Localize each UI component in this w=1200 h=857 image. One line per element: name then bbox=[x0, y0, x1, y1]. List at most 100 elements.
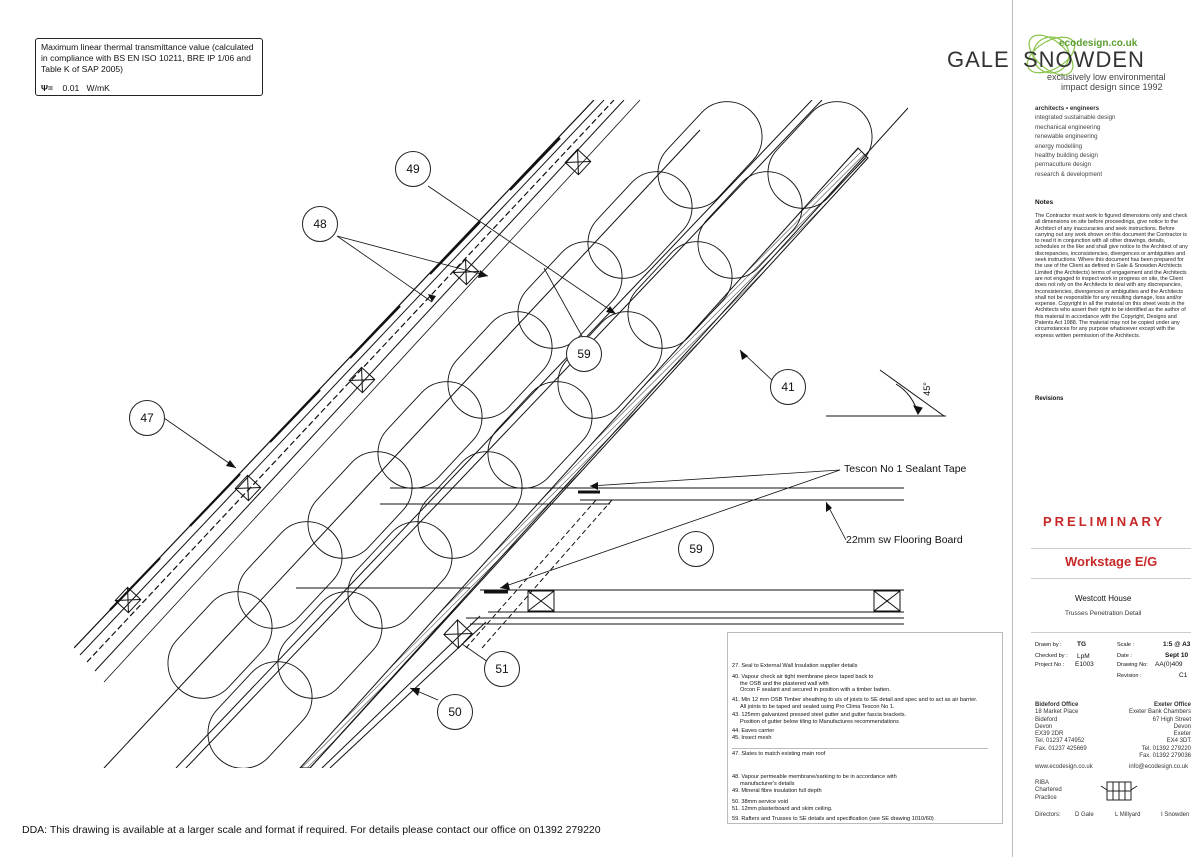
divider bbox=[1031, 578, 1191, 579]
callout-49: 49 bbox=[395, 151, 431, 187]
workstage: Workstage E/G bbox=[1065, 554, 1158, 569]
divider bbox=[1031, 632, 1191, 633]
keynote-51: 51. 12mm plasterboard and skim ceiling. bbox=[732, 806, 833, 812]
keynote-41-line2: All joints to be taped and sealed using … bbox=[740, 703, 895, 710]
project-no: E1003 bbox=[1075, 661, 1094, 668]
revision: C1 bbox=[1179, 672, 1188, 679]
directors-label: Directors: bbox=[1035, 812, 1061, 818]
logo-gale: GALE bbox=[947, 47, 1010, 72]
logo-snowden: SNOWDEN bbox=[1023, 47, 1145, 72]
office-line: Exeter bbox=[1173, 731, 1191, 738]
callout-48: 48 bbox=[302, 206, 338, 242]
keynote-48-line2: manufacturer's details bbox=[740, 780, 795, 787]
tagline-2: impact design since 1992 bbox=[1061, 82, 1163, 92]
service-item: healthy building design bbox=[1035, 152, 1098, 160]
keynotes-panel: 27. Seal to External Wall Insulation sup… bbox=[727, 632, 1003, 824]
checked-by-label: Checked by : bbox=[1035, 653, 1068, 659]
logo-swirl-icon bbox=[1026, 34, 1076, 76]
email: info@ecodesign.co.uk bbox=[1129, 764, 1189, 770]
keynote-divider bbox=[732, 748, 988, 749]
psi-symbol: Ψ= bbox=[41, 83, 53, 93]
callout-59-upper: 59 bbox=[566, 336, 602, 372]
riba-line: RIBA bbox=[1035, 780, 1050, 786]
keynote-48: 48. Vapour permeable membrane/sarking to… bbox=[732, 774, 897, 780]
keynote-27: 27. Seal to External Wall Insulation sup… bbox=[732, 663, 858, 669]
divider bbox=[1031, 548, 1191, 549]
office-line: Bideford bbox=[1035, 716, 1058, 723]
service-item: architects • engineers bbox=[1035, 105, 1100, 112]
drawn-by-label: Drawn by : bbox=[1035, 642, 1062, 648]
website: www.ecodesign.co.uk bbox=[1035, 764, 1093, 770]
flooring-board-label: 22mm sw Flooring Board bbox=[846, 534, 963, 546]
callout-50: 50 bbox=[437, 694, 473, 730]
date: Sept 10 bbox=[1165, 652, 1189, 659]
keynote-44: 44. Eaves carrier bbox=[732, 728, 775, 734]
preliminary-stamp: PRELIMINARY bbox=[1043, 514, 1166, 529]
service-item: energy modelling bbox=[1035, 142, 1083, 150]
logo-web: ecodesign.co.uk bbox=[1059, 38, 1138, 49]
office-line: 18 Market Place bbox=[1035, 709, 1079, 716]
director: D Gale bbox=[1075, 812, 1094, 818]
keynote-45: 45. Insect mesh bbox=[732, 735, 772, 741]
project-name: Westcott House bbox=[1075, 594, 1132, 603]
thermal-transmittance-value: Ψ= 0.01 W/mK bbox=[41, 83, 257, 94]
director: L Millyard bbox=[1115, 812, 1141, 818]
office-line: 67 High Street bbox=[1152, 716, 1191, 723]
office-line: Devon bbox=[1173, 723, 1191, 730]
keynote-59: 59. Rafters and Trusses to SE details an… bbox=[732, 816, 934, 822]
thermal-transmittance-text: Maximum linear thermal transmittance val… bbox=[41, 42, 254, 74]
drawing-title: Trusses Penetration Detail bbox=[1065, 610, 1142, 617]
service-item: mechanical engineering bbox=[1035, 123, 1101, 131]
office-line: Tel. 01237 474952 bbox=[1035, 738, 1085, 745]
keynote-40-line3: Orcon F sealant and secured in position … bbox=[740, 687, 891, 693]
detail-drawing bbox=[74, 100, 946, 768]
office-line: Fax. 01392 279036 bbox=[1139, 753, 1191, 760]
service-item: renewable engineering bbox=[1035, 133, 1098, 141]
dda-statement: DDA: This drawing is available at a larg… bbox=[22, 824, 601, 836]
keynote-40: 40. Vapour check air tight membrane piec… bbox=[732, 674, 874, 680]
thermal-transmittance-box: Maximum linear thermal transmittance val… bbox=[35, 38, 263, 96]
office-line: EX39 2DR bbox=[1035, 731, 1064, 738]
drawing-no: AA(0)409 bbox=[1155, 661, 1183, 668]
angle-label: 45° bbox=[921, 382, 932, 396]
callout-47: 47 bbox=[129, 400, 165, 436]
tescon-tape-label: Tescon No 1 Sealant Tape bbox=[844, 463, 967, 475]
services-list: architects • engineers integrated sustai… bbox=[1035, 104, 1116, 179]
keynote-40-line2: the OSB and the plastered wall with bbox=[740, 680, 829, 687]
riba-text: RIBA Chartered Practice bbox=[1035, 780, 1062, 802]
riba-crest-icon bbox=[1100, 781, 1138, 801]
office-line: Exeter Bank Chambers bbox=[1128, 709, 1191, 716]
checked-by: LpM bbox=[1077, 653, 1090, 660]
date-label: Date : bbox=[1117, 653, 1132, 659]
keynote-41: 41. Min 12 mm OSB Timber sheathing to u/… bbox=[732, 697, 978, 703]
callout-59-lower: 59 bbox=[678, 531, 714, 567]
drawing-no-label: Drawing No: bbox=[1117, 662, 1148, 668]
scale-label: Scale : bbox=[1117, 642, 1135, 648]
project-no-label: Project No : bbox=[1035, 662, 1065, 668]
keynote-47: 47. Slates to match existing main roof bbox=[732, 751, 826, 757]
director: I Snowden bbox=[1161, 812, 1190, 818]
tagline-1: exclusively low environmental bbox=[1047, 72, 1166, 82]
riba-line: Chartered bbox=[1035, 787, 1062, 794]
callout-41: 41 bbox=[770, 369, 806, 405]
office-line: Fax. 01237 425669 bbox=[1035, 745, 1087, 752]
exeter-office: Exeter Office Exeter Bank Chambers 67 Hi… bbox=[1105, 702, 1191, 760]
notes-heading: Notes bbox=[1035, 199, 1054, 206]
callout-51: 51 bbox=[484, 651, 520, 687]
revisions-heading: Revisions bbox=[1035, 396, 1064, 402]
service-item: research & development bbox=[1035, 170, 1103, 178]
office-line: Exeter Office bbox=[1153, 702, 1191, 708]
title-block: GALE SNOWDEN ecodesign.co.uk exclusively… bbox=[947, 0, 1200, 857]
office-line: Bideford Office bbox=[1035, 702, 1079, 708]
office-line: Tel. 01392 279220 bbox=[1141, 745, 1191, 752]
bideford-office: Bideford Office 18 Market Place Bideford… bbox=[1035, 702, 1087, 753]
riba-line: Practice bbox=[1035, 794, 1057, 801]
notes-body: The Contractor must work to figured dime… bbox=[1035, 213, 1188, 339]
psi-unit: W/mK bbox=[86, 83, 110, 93]
service-item: permaculture design bbox=[1035, 161, 1092, 169]
service-item: integrated sustainable design bbox=[1035, 114, 1116, 122]
drawn-by: TG bbox=[1077, 641, 1087, 648]
keynote-43: 43. 125mm galvanized pressed steel gutte… bbox=[732, 712, 907, 718]
keynote-43-line2: Position of gutter below tiling to Manuf… bbox=[740, 718, 899, 725]
keynote-50: 50. 38mm service void bbox=[732, 799, 788, 805]
